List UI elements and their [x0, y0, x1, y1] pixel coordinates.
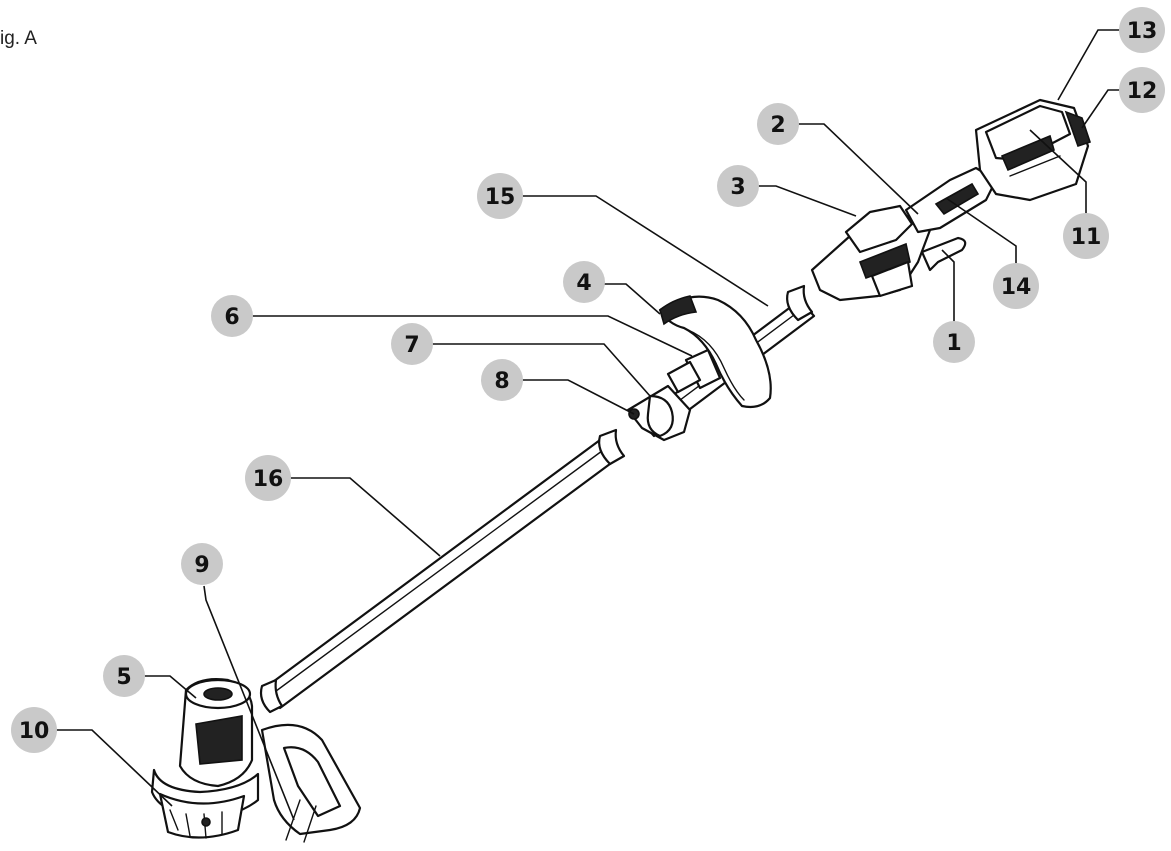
shaft-collar-lower [259, 678, 284, 714]
svg-text:5: 5 [116, 665, 131, 690]
leader-11 [1029, 129, 1087, 214]
callout-7: 7 [391, 323, 433, 365]
leader-7 [430, 343, 651, 397]
trimmer-head [150, 678, 260, 839]
callout-3: 3 [717, 165, 759, 207]
svg-text:11: 11 [1071, 225, 1102, 250]
trimmer-illustration [150, 98, 1092, 843]
callout-13: 13 [1119, 7, 1165, 53]
svg-text:6: 6 [224, 305, 239, 330]
leader-8 [520, 379, 635, 415]
edging-guard [260, 723, 362, 843]
leader-14 [945, 197, 1017, 264]
lower-shaft [260, 438, 620, 710]
leader-10 [52, 729, 173, 807]
motor-handle-housing [810, 204, 967, 302]
svg-text:1: 1 [946, 331, 961, 356]
callout-15: 15 [477, 173, 523, 219]
svg-text:9: 9 [194, 553, 209, 578]
spool-cap [158, 792, 246, 839]
leader-9 [203, 585, 295, 821]
callout-8: 8 [481, 359, 523, 401]
leader-4 [604, 283, 661, 315]
auxiliary-handle [658, 295, 772, 409]
shaft-coupler [626, 384, 692, 442]
svg-text:13: 13 [1127, 19, 1158, 44]
svg-text:10: 10 [19, 719, 50, 744]
leader-5 [142, 675, 197, 699]
svg-text:4: 4 [576, 271, 591, 296]
svg-text:12: 12 [1127, 79, 1158, 104]
svg-text:3: 3 [730, 175, 745, 200]
callout-1: 1 [933, 321, 975, 363]
callouts: 1 2 3 4 5 6 7 8 9 10 11 12 13 14 15 16 [11, 7, 1165, 753]
svg-text:16: 16 [253, 467, 284, 492]
figure-title: ig. A [0, 28, 37, 49]
callout-14: 14 [993, 263, 1039, 309]
leader-6 [250, 315, 693, 357]
shaft-collar-middle [598, 428, 626, 466]
callout-11: 11 [1063, 213, 1109, 259]
callout-9: 9 [181, 543, 223, 585]
leader-2 [798, 123, 919, 215]
rear-grip [904, 166, 998, 234]
callout-4: 4 [563, 261, 605, 303]
leader-13 [1057, 29, 1120, 101]
battery-pack [974, 98, 1092, 202]
callout-5: 5 [103, 655, 145, 697]
leader-3 [758, 185, 857, 217]
svg-text:7: 7 [404, 333, 419, 358]
callout-6: 6 [211, 295, 253, 337]
trigger [920, 236, 967, 272]
svg-text:8: 8 [494, 369, 509, 394]
callout-10: 10 [11, 707, 57, 753]
svg-text:14: 14 [1001, 275, 1032, 300]
callout-12: 12 [1119, 67, 1165, 113]
leader-1 [941, 249, 955, 342]
leader-15 [522, 195, 769, 307]
leader-lines [52, 29, 1120, 821]
svg-text:2: 2 [770, 113, 785, 138]
leader-16 [290, 477, 441, 557]
leader-12 [1081, 89, 1120, 129]
shaft-collar-upper [786, 284, 814, 322]
callout-2: 2 [757, 103, 799, 145]
svg-text:15: 15 [485, 185, 516, 210]
callout-16: 16 [245, 455, 291, 501]
